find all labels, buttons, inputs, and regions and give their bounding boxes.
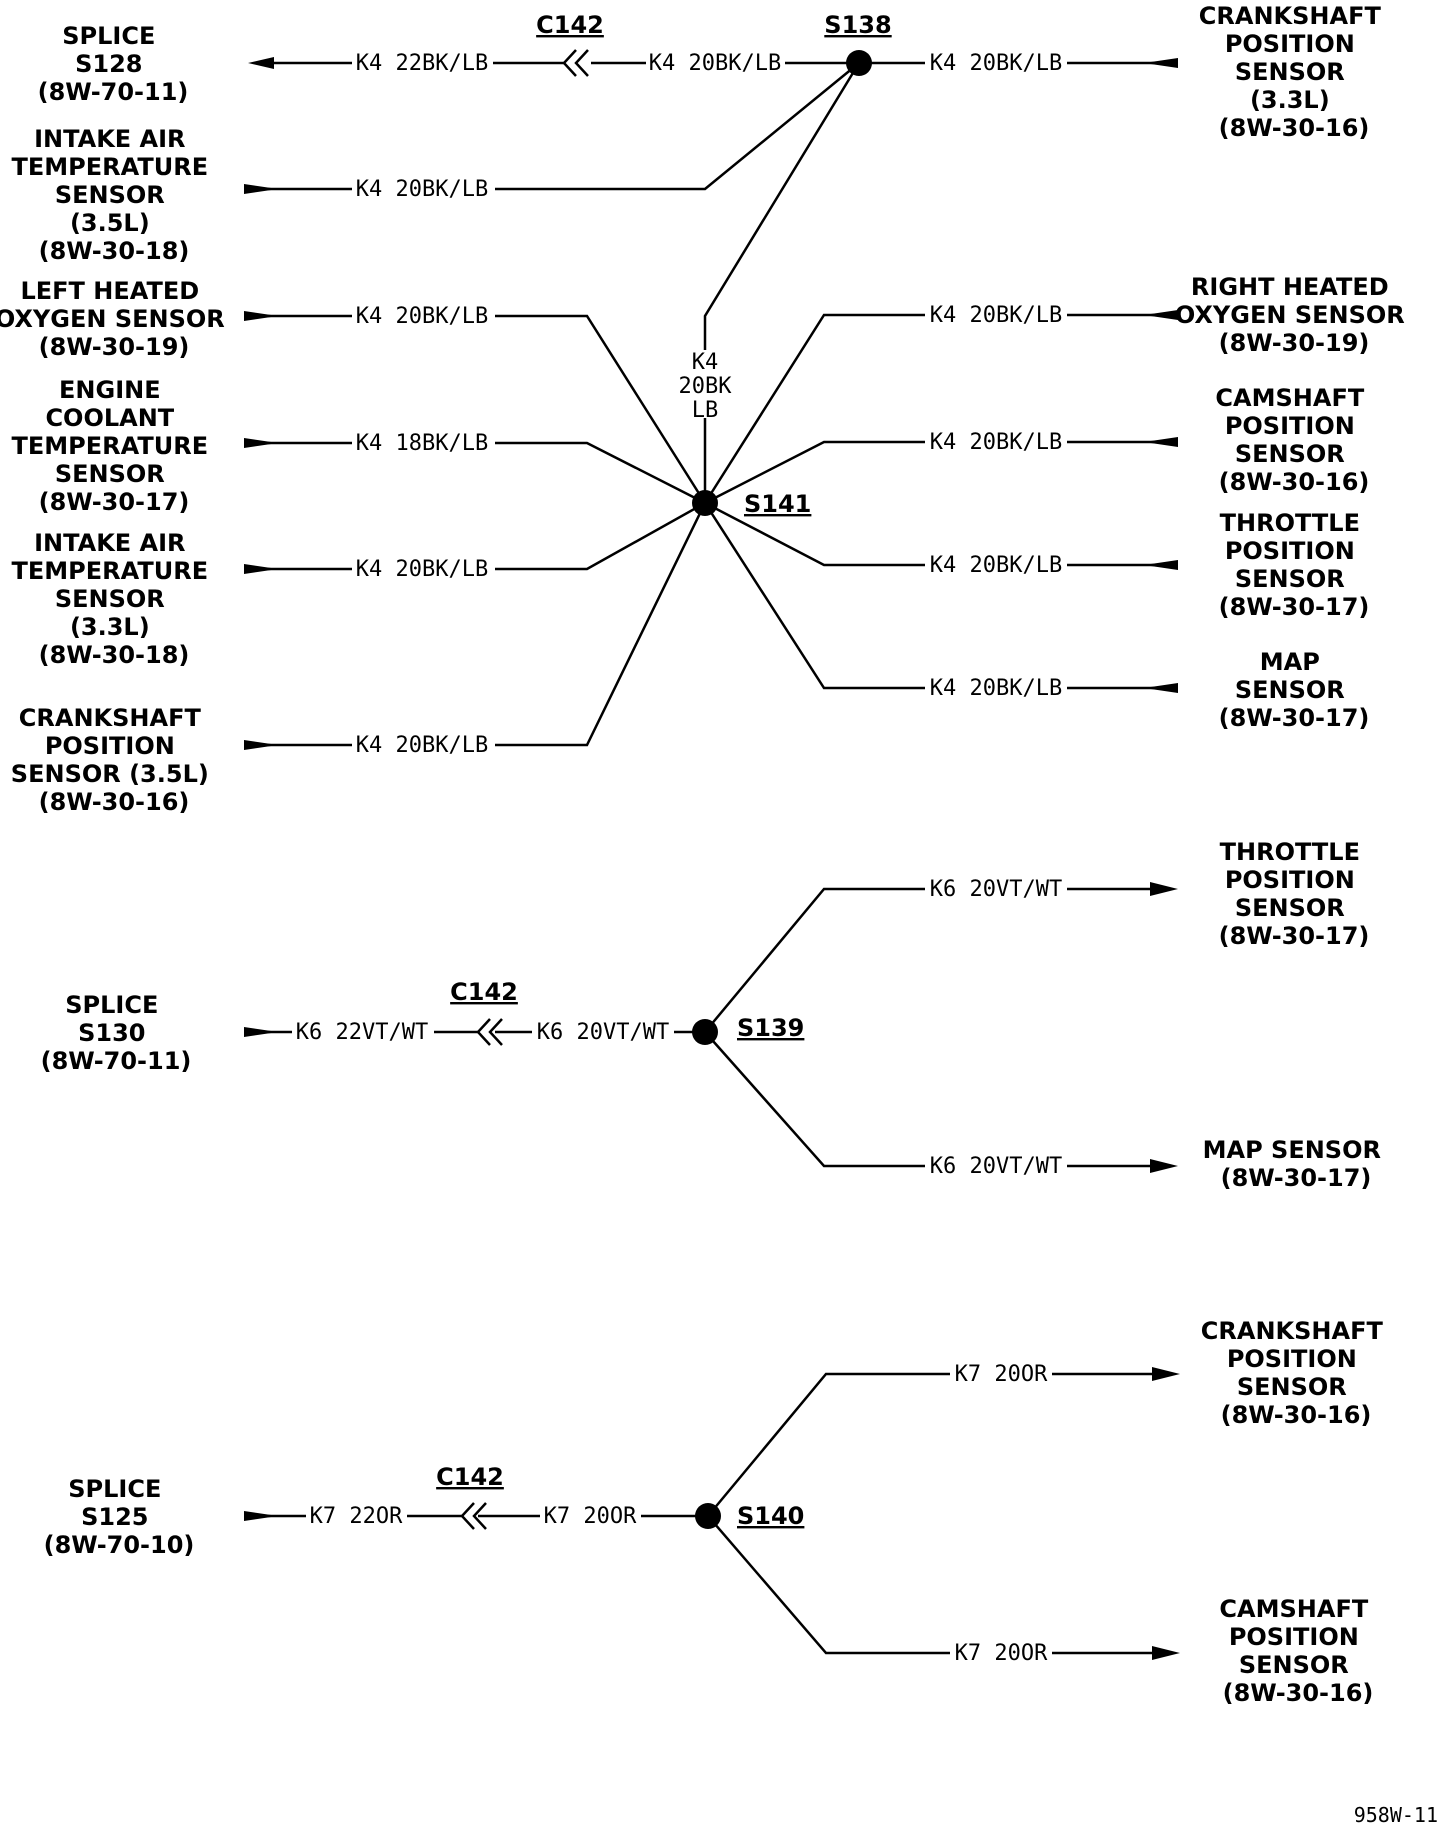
wire-label: K4 22BK/LB — [356, 51, 488, 76]
label-throttle-position-sensor-k4: THROTTLE POSITION SENSOR (8W-30-17) — [1219, 509, 1370, 621]
label-splice-s125: SPLICE S125 (8W-70-10) — [44, 1475, 195, 1559]
arrow-tail-icon — [1144, 683, 1178, 693]
wire-label: LB — [692, 398, 719, 423]
label-throttle-position-sensor-k6: THROTTLE POSITION SENSOR (8W-30-17) — [1219, 838, 1370, 950]
splice-dots — [692, 50, 872, 1529]
connector-c142-icon — [476, 1018, 503, 1046]
wire-label: K4 20BK/LB — [356, 304, 488, 329]
wire-label: K4 20BK/LB — [356, 177, 488, 202]
right-component-labels: CRANKSHAFT POSITION SENSOR (3.3L) (8W-30… — [1175, 2, 1413, 1707]
splice-s139-label: S139 — [737, 1014, 804, 1042]
wire-label: K6 20VT/WT — [930, 877, 1062, 902]
label-left-heated-oxygen-sensor: LEFT HEATED OXYGEN SENSOR (8W-30-19) — [0, 277, 233, 361]
splice-s138-label: S138 — [824, 11, 891, 39]
connector-c142-icon — [460, 1502, 487, 1530]
label-engine-coolant-temp-sensor: ENGINE COOLANT TEMPERATURE SENSOR (8W-30… — [12, 376, 217, 516]
wire-label: K4 20BK/LB — [930, 553, 1062, 578]
wire-label: K6 22VT/WT — [296, 1020, 428, 1045]
wire-label: K6 20VT/WT — [930, 1154, 1062, 1179]
arrow-tail-icon — [244, 184, 278, 194]
figure-id: 958W-11 — [1354, 1803, 1438, 1827]
label-splice-s130: SPLICE S130 (8W-70-11) — [41, 991, 192, 1075]
connector-c142-label: C142 — [450, 978, 518, 1006]
arrow-tail-icon — [1144, 560, 1178, 570]
wire-label: K7 20OR — [955, 1641, 1048, 1666]
wire-label: K4 20BK/LB — [930, 430, 1062, 455]
label-intake-air-temp-sensor-35: INTAKE AIR TEMPERATURE SENSOR (3.5L) (8W… — [12, 125, 217, 265]
arrow-tail-icon — [244, 564, 278, 574]
left-component-labels: SPLICE S128 (8W-70-11) INTAKE AIR TEMPER… — [0, 22, 233, 1559]
wire-label: 20BK — [679, 374, 733, 399]
wire-labels: K4 22BK/LB K4 20BK/LB K4 20BK/LB K4 20BK… — [296, 51, 1062, 1666]
label-camshaft-position-sensor-k4: CAMSHAFT POSITION SENSOR (8W-30-16) — [1215, 384, 1372, 496]
splice-s141-dot — [692, 490, 718, 516]
wire-label: K7 20OR — [955, 1362, 1048, 1387]
arrow-right-icon — [1152, 1367, 1180, 1381]
connector-c142-label: C142 — [436, 1463, 504, 1491]
arrow-tail-icon — [244, 1027, 278, 1037]
label-map-sensor-k6: MAP SENSOR (8W-30-17) — [1203, 1136, 1390, 1192]
splice-s140-dot — [695, 1503, 721, 1529]
label-camshaft-position-sensor-k7: CAMSHAFT POSITION SENSOR (8W-30-16) — [1219, 1595, 1376, 1707]
wire-label: K4 20BK/LB — [930, 303, 1062, 328]
label-crankshaft-position-sensor-k7: CRANKSHAFT POSITION SENSOR (8W-30-16) — [1201, 1317, 1391, 1429]
arrow-right-icon — [1150, 882, 1178, 896]
arrow-left-icon — [248, 57, 274, 69]
wire-label: K4 20BK/LB — [356, 557, 488, 582]
wire-label: K6 20VT/WT — [537, 1020, 669, 1045]
wire-label: K4 20BK/LB — [649, 51, 781, 76]
wire-label: K7 22OR — [310, 1504, 403, 1529]
arrow-right-icon — [1150, 1159, 1178, 1173]
arrow-tail-icon — [1144, 437, 1178, 447]
splice-s141-label: S141 — [744, 490, 811, 518]
wire-label: K4 20BK/LB — [930, 676, 1062, 701]
connector-c142-icon — [562, 49, 589, 77]
label-crankshaft-position-sensor-35: CRANKSHAFT POSITION SENSOR (3.5L) (8W-30… — [11, 704, 217, 816]
arrowheads — [244, 57, 1180, 1660]
wire-label: K4 — [692, 350, 719, 375]
label-intake-air-temp-sensor-33: INTAKE AIR TEMPERATURE SENSOR (3.3L) (8W… — [12, 529, 217, 669]
label-splice-s128: SPLICE S128 (8W-70-11) — [38, 22, 189, 106]
wire-label: K7 20OR — [544, 1504, 637, 1529]
tags: S138 S141 S139 S140 C142 C142 C142 — [436, 11, 892, 1530]
arrow-tail-icon — [244, 438, 278, 448]
wire-label: K4 18BK/LB — [356, 431, 488, 456]
splice-s139-dot — [692, 1019, 718, 1045]
label-crankshaft-position-sensor-33: CRANKSHAFT POSITION SENSOR (3.3L) (8W-30… — [1199, 2, 1389, 142]
arrow-tail-icon — [244, 311, 278, 321]
connector-symbols — [460, 49, 589, 1530]
arrow-tail-icon — [1144, 58, 1178, 68]
wire-label: K4 20BK/LB — [930, 51, 1062, 76]
arrow-tail-icon — [1144, 310, 1178, 320]
arrow-right-icon — [1152, 1646, 1180, 1660]
label-right-heated-oxygen-sensor: RIGHT HEATED OXYGEN SENSOR (8W-30-19) — [1175, 273, 1413, 357]
splice-s140-label: S140 — [737, 1502, 804, 1530]
arrow-tail-icon — [244, 740, 278, 750]
wire-label: K4 20BK/LB — [356, 733, 488, 758]
splice-s138-dot — [846, 50, 872, 76]
label-map-sensor-k4: MAP SENSOR (8W-30-17) — [1219, 648, 1370, 732]
connector-c142-label: C142 — [536, 11, 604, 39]
arrow-tail-icon — [244, 1511, 278, 1521]
